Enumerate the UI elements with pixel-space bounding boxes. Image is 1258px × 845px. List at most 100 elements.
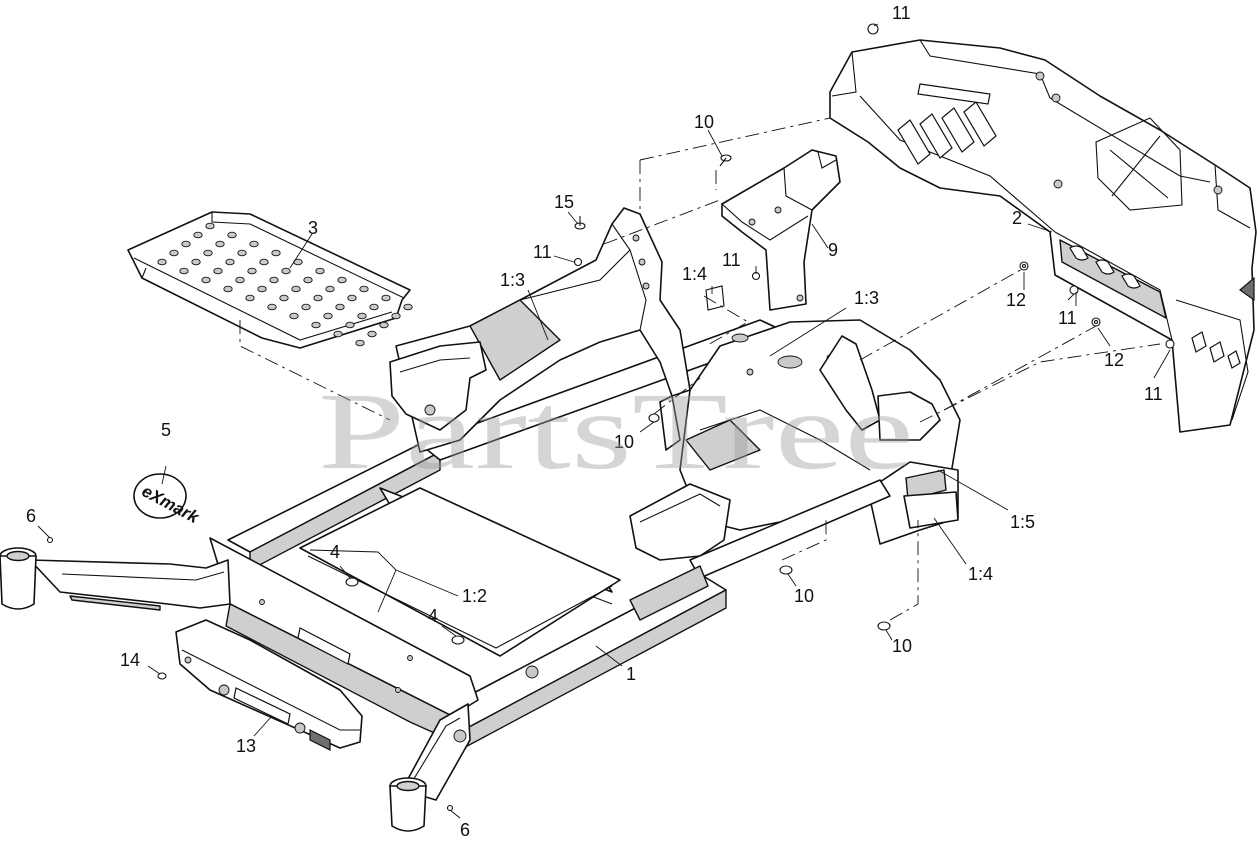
callout-9: 9 — [828, 240, 838, 260]
plate-perforation — [181, 240, 191, 248]
callout-11-d: 11 — [1144, 384, 1163, 404]
callout-14: 14 — [120, 650, 140, 670]
plate-perforation — [271, 249, 281, 257]
bolt-part-10-b — [779, 565, 793, 575]
decal-part-1-4-upper — [705, 285, 725, 311]
plate-perforation — [203, 249, 213, 257]
callout-10-b: 10 — [794, 586, 814, 606]
plate-perforation — [357, 312, 367, 320]
plate-perforation — [379, 321, 389, 329]
leader-lines — [37, 23, 1171, 819]
callout-13: 13 — [236, 736, 256, 756]
bolt-part-10-c — [877, 621, 891, 631]
callout-11-a: 11 — [533, 242, 552, 262]
callout-4-a: 4 — [330, 542, 340, 562]
washer-part-12-a — [1019, 261, 1029, 271]
plate-perforation — [193, 231, 203, 239]
washer-part-12-b — [1091, 317, 1101, 327]
nut-part-11-top — [867, 23, 879, 35]
callout-12-a: 12 — [1006, 290, 1026, 310]
plate-perforation — [257, 285, 267, 293]
callout-1-4-upper: 1:4 — [682, 264, 707, 284]
pin-part-6-bottom — [446, 804, 454, 812]
callout-10-c: 10 — [892, 636, 912, 656]
callout-2: 2 — [1012, 208, 1022, 228]
hardware-fasteners — [46, 23, 1175, 812]
plate-perforation — [369, 303, 379, 311]
main-frame-part-1 — [0, 207, 961, 832]
plate-perforation — [157, 258, 167, 266]
callout-5: 5 — [161, 420, 171, 440]
callout-1-2: 1:2 — [462, 586, 487, 606]
plate-perforation — [225, 258, 235, 266]
callout-6-bottom: 6 — [460, 820, 470, 840]
screw-part-14 — [157, 672, 167, 680]
plate-perforation — [213, 267, 223, 275]
callout-1-5: 1:5 — [1010, 512, 1035, 532]
plate-perforation — [367, 330, 377, 338]
partstree-watermark: PartsTree — [318, 370, 914, 492]
plate-perforation — [245, 294, 255, 302]
pin-part-6-left — [46, 536, 54, 544]
nut-part-11-c — [1069, 285, 1079, 295]
plate-perforation — [313, 294, 323, 302]
callout-10-top: 10 — [694, 112, 714, 132]
plug-part-4-b — [451, 635, 465, 645]
plate-perforation — [303, 276, 313, 284]
callout-11-top: 11 — [892, 3, 911, 23]
bolt-part-15 — [574, 216, 586, 230]
plate-perforation — [301, 303, 311, 311]
plate-perforation — [311, 321, 321, 329]
plate-perforation — [249, 240, 259, 248]
assembly-dash-lines — [239, 117, 1161, 621]
plate-perforation — [179, 267, 189, 275]
plate-perforation — [291, 285, 301, 293]
plate-perforation — [323, 312, 333, 320]
plate-perforation — [247, 267, 257, 275]
plate-perforation — [259, 258, 269, 266]
plate-perforation — [345, 321, 355, 329]
exmark-logo-decal-part-5: eXmark — [133, 473, 203, 528]
callout-11-c: 11 — [1058, 308, 1077, 328]
plate-perforation — [325, 285, 335, 293]
plate-perforation — [391, 312, 401, 320]
plate-perforation — [281, 267, 291, 275]
callout-1-4-lower: 1:4 — [968, 564, 993, 584]
plate-perforation — [355, 339, 365, 347]
plate-perforation — [289, 312, 299, 320]
plate-perforation — [169, 249, 179, 257]
plate-perforation — [267, 303, 277, 311]
callout-10-mid: 10 — [614, 432, 634, 452]
plate-perforation — [333, 330, 343, 338]
callout-6-left: 6 — [26, 506, 36, 526]
plate-perforation — [237, 249, 247, 257]
nut-part-11-a — [573, 257, 583, 267]
rear-fender-part-2 — [829, 39, 1257, 433]
callout-1: 1 — [626, 664, 636, 684]
callout-labels: 11 10 15 3 11 2 9 1:3 1:4 11 1:3 12 11 1… — [26, 3, 1163, 840]
plate-perforation — [223, 285, 233, 293]
callout-4-b: 4 — [428, 606, 438, 626]
callout-15: 15 — [554, 192, 574, 212]
plate-perforation — [381, 294, 391, 302]
plate-perforation — [205, 222, 215, 230]
bracket-part-9 — [721, 149, 841, 311]
plate-perforation — [191, 258, 201, 266]
plate-perforation — [359, 285, 369, 293]
plate-perforation — [335, 303, 345, 311]
plate-perforation — [269, 276, 279, 284]
plate-perforation — [347, 294, 357, 302]
plate-perforation — [279, 294, 289, 302]
plate-perforation — [337, 276, 347, 284]
callout-11-b: 11 — [722, 250, 741, 270]
plug-part-4-a — [345, 577, 359, 587]
floor-plate-part-3 — [127, 211, 413, 349]
front-bumper-part-13 — [175, 619, 363, 751]
floor-plate-holes — [157, 222, 413, 347]
callout-3: 3 — [308, 218, 318, 238]
callout-12-b: 12 — [1104, 350, 1124, 370]
nut-part-11-d — [1165, 339, 1175, 349]
callout-1-3-right: 1:3 — [854, 288, 879, 308]
plate-perforation — [201, 276, 211, 284]
